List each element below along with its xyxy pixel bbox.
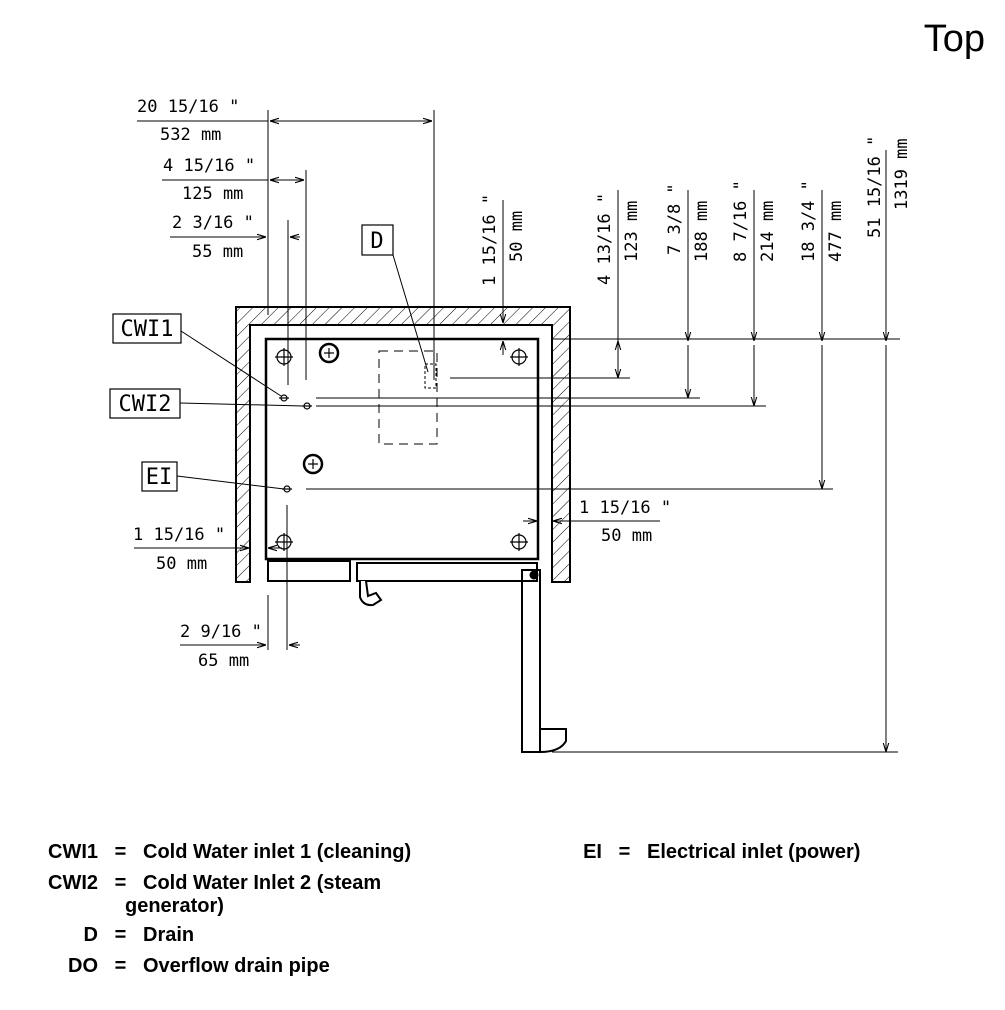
legend-text: Electrical inlet (power)	[647, 841, 861, 863]
legend-code: CWI2	[48, 872, 98, 894]
dim-v477-inch: 18 3/4 "	[799, 180, 819, 262]
outer-enclosure	[235, 306, 571, 583]
dim-v50-inch: 1 15/16 "	[480, 194, 500, 286]
dim-v50-mm: 50 mm	[507, 211, 527, 262]
dim-left-50-inch: 1 15/16 "	[133, 525, 225, 545]
cwi2-label: CWI2	[119, 392, 172, 417]
dim-532-inch: 20 15/16 "	[137, 97, 239, 117]
dim-v214-mm: 214 mm	[758, 201, 778, 262]
cwi1-label: CWI1	[121, 317, 174, 342]
legend-code: EI	[583, 841, 602, 863]
legend-right: EI = Electrical inlet (power)	[580, 840, 860, 865]
dim-125-mm: 125 mm	[182, 184, 243, 204]
vertical-dimension-texts: 1 15/16 " 50 mm 4 13/16 " 123 mm 7 3/8 "…	[480, 136, 912, 286]
legend-text: Drain	[143, 924, 195, 946]
dim-532-mm: 532 mm	[160, 125, 221, 145]
drain-label: D	[370, 229, 383, 254]
legend-eq: =	[114, 955, 127, 977]
dim-v1319-mm: 1319 mm	[892, 138, 912, 210]
dim-v188-mm: 188 mm	[692, 201, 712, 262]
dim-v1319-inch: 51 15/16 "	[865, 136, 885, 238]
legend-text: Cold Water inlet 1 (cleaning)	[143, 841, 412, 863]
legend-row-ei: EI = Electrical inlet (power)	[580, 840, 860, 865]
callout-drain: D	[361, 224, 394, 256]
extension-lines	[267, 110, 900, 753]
dim-65-inch: 2 9/16 "	[180, 622, 262, 642]
legend-text-continued: generator)	[125, 895, 224, 917]
dim-v188-inch: 7 3/8 "	[665, 183, 685, 255]
legend-eq: =	[114, 924, 127, 946]
dim-left-50-mm: 50 mm	[156, 554, 207, 574]
legend-eq: =	[114, 872, 127, 894]
dim-v123-mm: 123 mm	[622, 201, 642, 262]
dim-55-mm: 55 mm	[192, 242, 243, 262]
dim-125-inch: 4 15/16 "	[163, 156, 255, 176]
legend-text: Overflow drain pipe	[143, 955, 330, 977]
dim-v123-inch: 4 13/16 "	[595, 193, 615, 285]
ei-label: EI	[146, 465, 173, 490]
legend-code: D	[83, 924, 98, 946]
legend-eq: =	[114, 841, 127, 863]
legend-code: DO	[68, 955, 98, 977]
legend-row-cwi2: CWI2 = Cold Water Inlet 2 (steam	[40, 871, 411, 896]
callout-ei: EI	[141, 461, 178, 492]
leader-lines	[176, 254, 429, 490]
top-view-drawing: CWI1 CWI2 EI D 20 15/16 " 532 mm 4 15/16…	[109, 97, 912, 753]
legend-row-do: DO = Overflow drain pipe	[40, 954, 411, 979]
view-title: Top	[923, 18, 985, 60]
legend-text: Cold Water Inlet 2 (steam	[143, 872, 382, 894]
dim-right-50-mm: 50 mm	[601, 526, 652, 546]
callout-cwi1: CWI1	[112, 313, 182, 344]
legend-eq: =	[618, 841, 631, 863]
dim-v214-inch: 8 7/16 "	[731, 180, 751, 262]
legend-row-d: D = Drain	[40, 923, 411, 948]
callout-cwi2: CWI2	[109, 388, 181, 419]
dim-v477-mm: 477 mm	[826, 201, 846, 262]
anchor-points	[275, 342, 528, 551]
horizontal-dimension-texts: 20 15/16 " 532 mm 4 15/16 " 125 mm 2 3/1…	[133, 97, 671, 671]
cabinet-body	[264, 337, 567, 753]
legend-row-cwi1: CWI1 = Cold Water inlet 1 (cleaning)	[40, 840, 411, 865]
dim-65-mm: 65 mm	[198, 651, 249, 671]
dim-55-inch: 2 3/16 "	[172, 213, 254, 233]
dimension-lines	[134, 121, 886, 752]
dim-right-50-inch: 1 15/16 "	[579, 498, 671, 518]
legend-code: CWI1	[48, 841, 98, 863]
legend-left: CWI1 = Cold Water inlet 1 (cleaning) CWI2 =…	[40, 840, 411, 979]
